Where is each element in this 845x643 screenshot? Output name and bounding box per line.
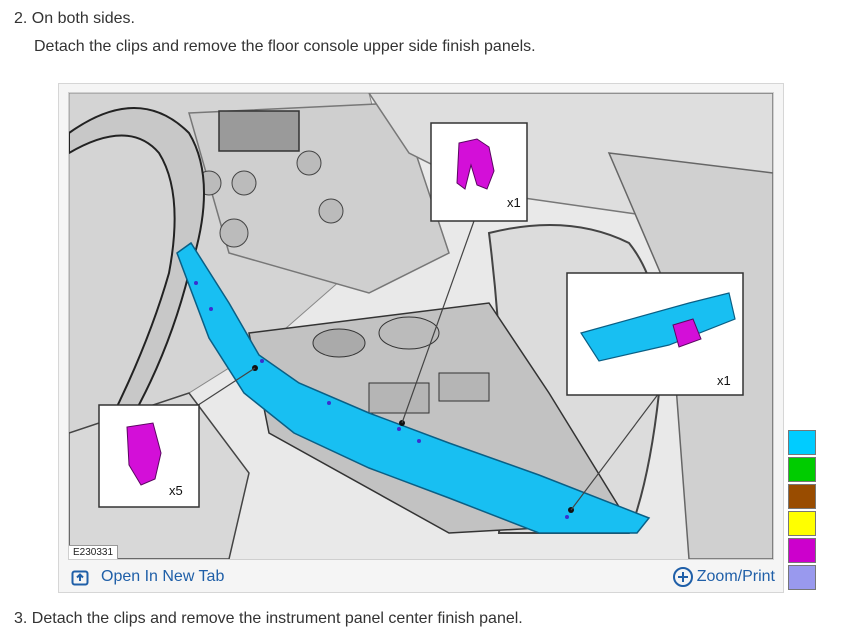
figure-footer: Open In New Tab Zoom/Print — [59, 562, 783, 592]
open-in-new-tab-link[interactable]: Open In New Tab — [71, 568, 224, 586]
color-swatch — [788, 511, 816, 536]
color-swatch — [788, 430, 816, 455]
step-2-description: Detach the clips and remove the floor co… — [34, 38, 536, 55]
figure-container: x1 x1 x5 E230331 Open In New Tab — [58, 83, 784, 593]
color-swatch — [788, 538, 816, 563]
step-2-title: 2. On both sides. — [14, 10, 135, 27]
step-3-title: 3. Detach the clips and remove the instr… — [14, 610, 523, 627]
callout-left-count: x5 — [169, 483, 183, 498]
color-swatch — [788, 484, 816, 509]
color-legend — [788, 430, 816, 592]
callout-top-count: x1 — [507, 195, 521, 210]
callout-right-count: x1 — [717, 373, 731, 388]
figure-id-label: E230331 — [69, 545, 119, 559]
color-swatch — [788, 565, 816, 590]
open-new-tab-icon — [71, 570, 89, 586]
color-swatch — [788, 457, 816, 482]
zoom-plus-icon — [672, 567, 693, 587]
console-panel-illustration: x1 x1 x5 E230331 — [68, 92, 774, 560]
zoom-print-label: Zoom/Print — [696, 568, 775, 585]
open-in-new-tab-label: Open In New Tab — [101, 568, 225, 585]
zoom-print-link[interactable]: Zoom/Print — [672, 566, 775, 588]
